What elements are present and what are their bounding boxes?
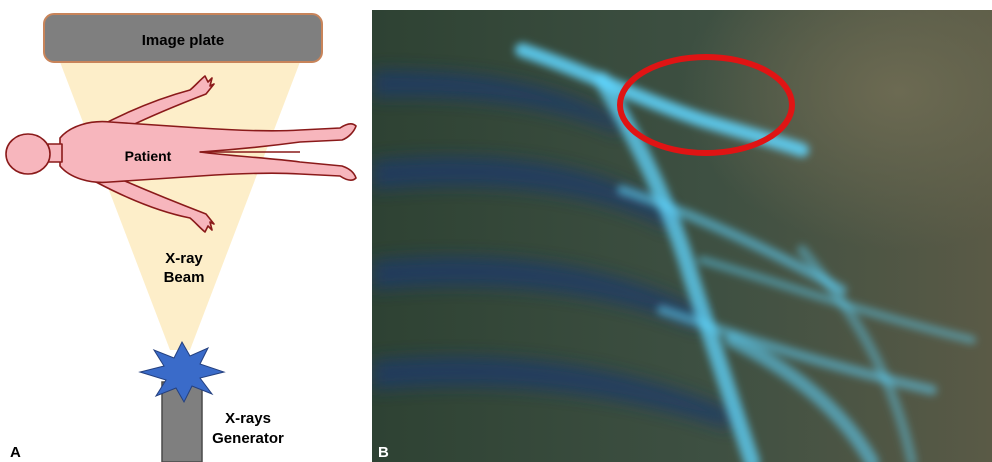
burst-icon bbox=[140, 342, 224, 402]
image-plate-label: Image plate bbox=[142, 32, 225, 49]
panel-b-xray-image: B bbox=[372, 10, 992, 462]
patient-figure bbox=[6, 76, 356, 232]
panel-a-letter: A bbox=[10, 444, 21, 461]
generator-label-line2: Generator bbox=[212, 430, 284, 447]
panel-b-letter: B bbox=[378, 444, 389, 461]
generator-label-line1: X-rays bbox=[225, 410, 271, 427]
panel-a-diagram: Image plate Patient X-ray Beam X-rays Ge… bbox=[0, 0, 372, 462]
patient-label: Patient bbox=[125, 148, 172, 164]
beam-label-line2: Beam bbox=[164, 269, 205, 286]
beam-label-line1: X-ray bbox=[165, 250, 203, 267]
